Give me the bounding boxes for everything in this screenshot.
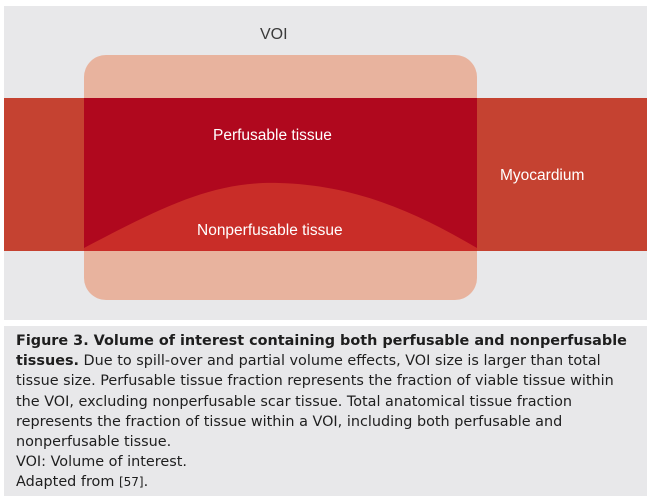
figure-caption: Figure 3. Volume of interest containing … — [4, 326, 647, 496]
figure-panel: VOI Perfusable tissue Nonperfusable tiss… — [4, 6, 647, 320]
figure-title: Figure 3. Volume of interest containing … — [16, 333, 627, 370]
caption-body: Due to spill-over and partial volume eff… — [16, 353, 614, 451]
adapted-from-suffix: . — [143, 474, 149, 491]
nonperfusable-tissue-region — [84, 182, 477, 251]
myocardium-label: Myocardium — [500, 167, 585, 184]
diagram-canvas — [4, 55, 647, 300]
perfusable-tissue-label: Perfusable tissue — [213, 127, 332, 144]
nonperfusable-tissue-label: Nonperfusable tissue — [197, 222, 343, 239]
abbreviation-note: VOI: Volume of interest. — [16, 454, 187, 471]
adapted-from-text: Adapted from — [16, 474, 119, 491]
voi-label: VOI — [260, 26, 288, 43]
reference-link: [57] — [118, 475, 144, 490]
